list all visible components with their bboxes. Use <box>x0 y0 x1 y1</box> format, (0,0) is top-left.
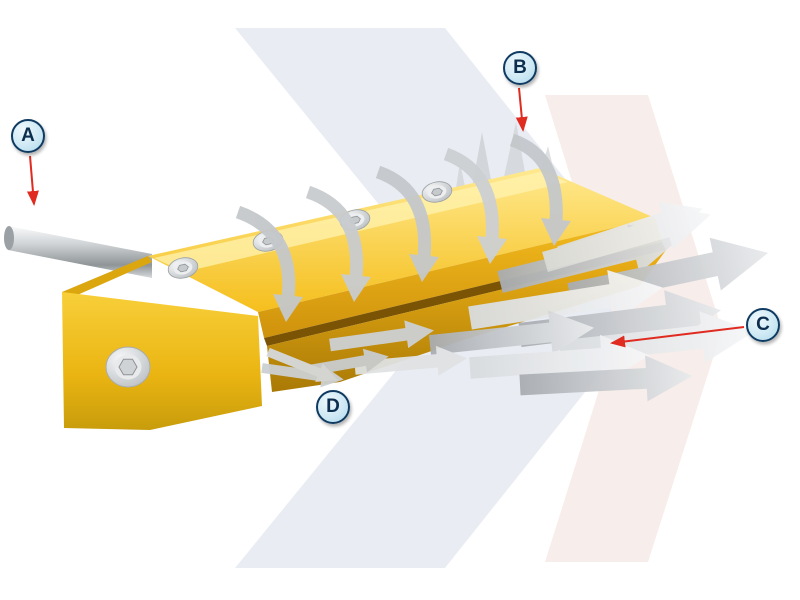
front-hex-screw <box>105 346 151 388</box>
callout-a: A <box>11 119 45 153</box>
callout-pointers <box>26 87 745 348</box>
curved-airflow-arrow <box>235 205 303 322</box>
callout-arrow-a <box>26 155 39 206</box>
curved-airflow-arrow <box>443 147 507 264</box>
left-block-face <box>62 292 262 430</box>
left-edge-face <box>62 256 152 300</box>
callout-b: B <box>503 51 537 85</box>
curved-airflow-arrows <box>235 133 571 322</box>
callout-d: D <box>316 390 350 424</box>
socket-screw <box>421 181 453 203</box>
curved-airflow-arrow <box>305 185 371 302</box>
curved-airflow-arrow <box>375 165 439 282</box>
callout-arrow-c <box>610 326 745 348</box>
callout-c: C <box>746 308 780 342</box>
inlet-tube <box>4 226 152 278</box>
top-face <box>148 168 655 312</box>
socket-screw <box>167 257 199 279</box>
curved-airflow-arrow <box>509 133 571 246</box>
callout-arrow-b <box>515 87 528 132</box>
